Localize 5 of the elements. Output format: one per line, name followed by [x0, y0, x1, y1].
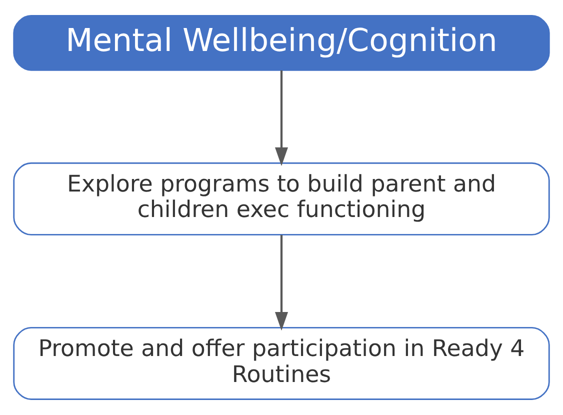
node-box: Mental Wellbeing/Cognition: [13, 15, 550, 71]
node-box: Explore programs to build parent and children exec functioning: [13, 162, 550, 236]
arrow: [274, 235, 288, 331]
arrow: [274, 70, 288, 166]
node-box: Promote and offer participation in Ready 4 Routines: [13, 327, 550, 400]
